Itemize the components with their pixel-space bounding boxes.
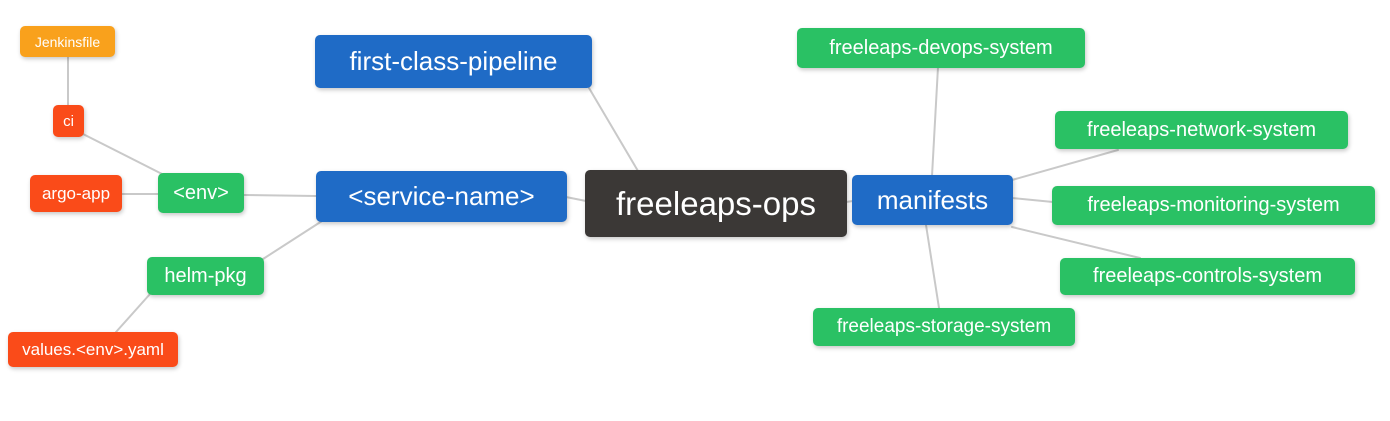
node-env[interactable]: <env>: [158, 173, 244, 213]
node-helm-pkg[interactable]: helm-pkg: [147, 257, 264, 295]
edge-ci-env: [82, 133, 167, 177]
node-devops-system[interactable]: freeleaps-devops-system: [797, 28, 1085, 68]
node-network-system[interactable]: freeleaps-network-system: [1055, 111, 1348, 149]
edge-manifests-network: [1011, 149, 1119, 181]
node-argo-app[interactable]: argo-app: [30, 175, 122, 212]
edge-manifests-storage: [925, 224, 940, 309]
edge-service-name-helm-pkg: [262, 220, 323, 260]
node-jenkinsfile[interactable]: Jenkinsfile: [20, 26, 115, 57]
node-monitoring-system[interactable]: freeleaps-monitoring-system: [1052, 186, 1375, 225]
node-first-class-pipeline[interactable]: first-class-pipeline: [315, 35, 592, 88]
edge-manifests-monitoring: [1011, 197, 1054, 203]
node-service-name[interactable]: <service-name>: [316, 171, 567, 222]
node-storage-system[interactable]: freeleaps-storage-system: [813, 308, 1075, 346]
node-values-env-yaml[interactable]: values.<env>.yaml: [8, 332, 178, 367]
edge-helm-pkg-values-yaml: [115, 293, 151, 333]
edge-manifests-devops: [931, 66, 939, 177]
node-ci[interactable]: ci: [53, 105, 84, 137]
node-controls-system[interactable]: freeleaps-controls-system: [1060, 258, 1355, 295]
mindmap-root-node[interactable]: freeleaps-ops: [585, 170, 847, 237]
edge-service-name-root: [565, 196, 587, 202]
edge-manifests-controls: [1011, 226, 1141, 259]
node-manifests[interactable]: manifests: [852, 175, 1013, 225]
edge-pipeline-root: [588, 87, 639, 172]
edge-root-manifests: [845, 200, 854, 203]
edge-env-service-name: [243, 194, 317, 197]
